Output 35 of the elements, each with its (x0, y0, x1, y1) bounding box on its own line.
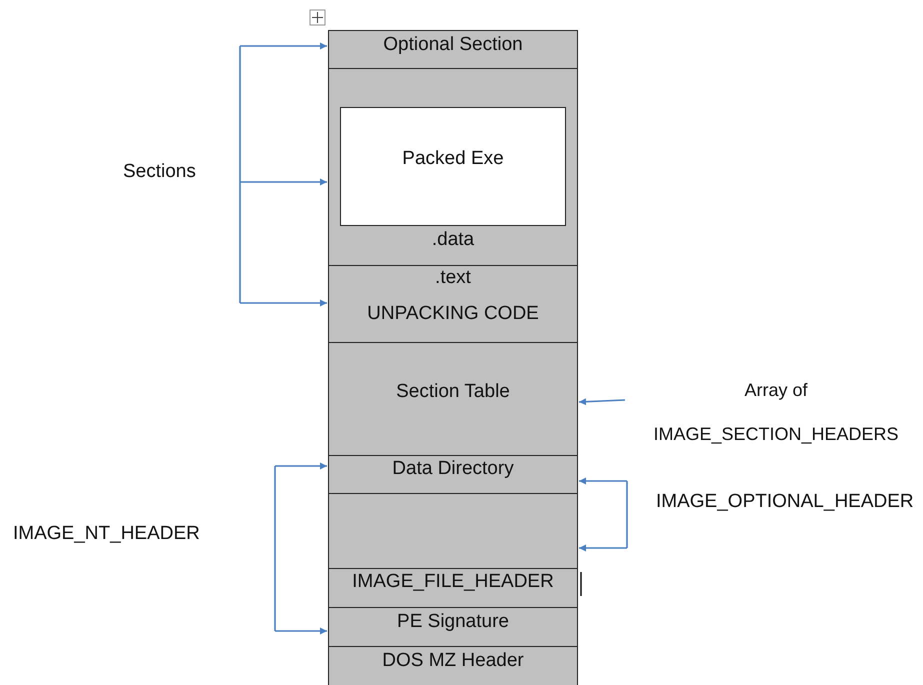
header-row (328, 646, 578, 685)
bracket-label: Sections (123, 161, 196, 183)
arrow (579, 478, 627, 484)
row-label: DOS MZ Header (381, 650, 525, 672)
header-row (328, 568, 578, 608)
row-label: PE Signature (396, 611, 510, 633)
row-label: Packed Exe (401, 148, 505, 170)
annotation-text: Array of IMAGE_SECTION_HEADERS (652, 379, 900, 446)
row-label: IMAGE_FILE_HEADER (351, 571, 555, 593)
arrow (275, 628, 327, 634)
row-label: UNPACKING CODE (366, 303, 540, 325)
arrow (240, 42, 327, 50)
header-row (328, 455, 578, 494)
bracket-label: IMAGE_NT_HEADER (13, 523, 200, 545)
arrow (240, 300, 327, 306)
row-label: Optional Section (382, 34, 524, 56)
arrow (579, 544, 627, 552)
bracket-line (239, 46, 241, 303)
section-row (328, 30, 578, 69)
row-label: Section Table (395, 381, 511, 403)
section-row (328, 68, 578, 266)
header-row (328, 493, 578, 569)
section-row (328, 265, 578, 343)
header-row (328, 607, 578, 647)
packed-exe-box (340, 107, 566, 226)
bracket-line (626, 481, 628, 548)
arrow (275, 462, 327, 470)
arrow (240, 178, 327, 186)
row-label: Data Directory (391, 458, 515, 480)
row-label: .data (430, 229, 476, 251)
bracket-label: IMAGE_OPTIONAL_HEADER (656, 491, 914, 513)
bracket-line (274, 466, 276, 631)
arrow (578, 398, 626, 406)
section-row (328, 342, 578, 456)
row-label: .text (434, 267, 472, 289)
